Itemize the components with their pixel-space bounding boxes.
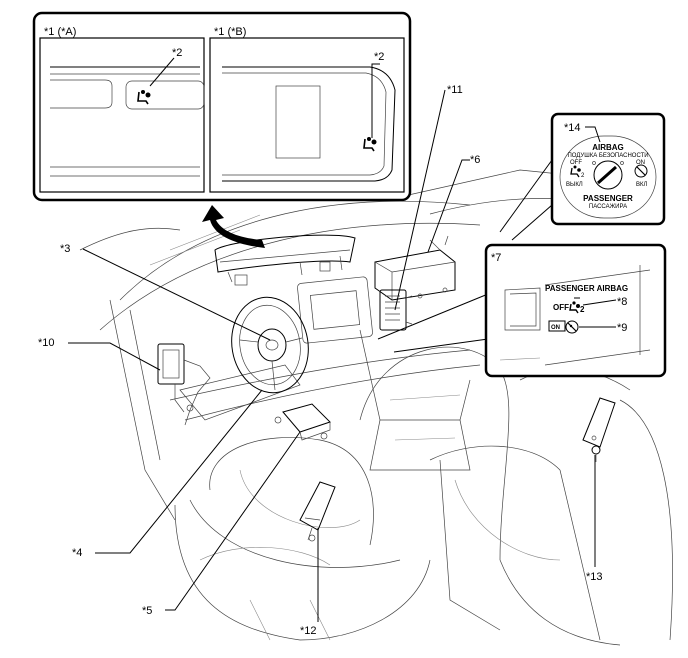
steering-wheel-pad (231, 296, 309, 394)
indicator-on-label: ON (551, 325, 560, 331)
switch-off-label: OFF (570, 160, 582, 166)
callout-1a: *1 (*A) (44, 26, 76, 38)
detail-airbag-cover-marking (32, 11, 412, 202)
knee-airbag-connector (157, 343, 211, 426)
indicator-title: PASSENGER AIRBAG (545, 284, 628, 293)
callout-2b: *2 (374, 51, 384, 63)
callout-10: *10 (38, 337, 55, 349)
detail-airbag-on-off-switch (550, 112, 666, 226)
airbag-on-icon (565, 320, 579, 334)
airbag-seat-icon (363, 137, 377, 152)
airbag-seat-icon (570, 165, 581, 178)
switch-off-ru: ВЫКЛ (566, 182, 583, 188)
callout-12: *12 (300, 625, 317, 637)
vehicle-interior-drawing (79, 169, 673, 646)
callout-4: *4 (72, 547, 82, 559)
callout-2a: *2 (172, 47, 182, 59)
switch-title: AIRBAG (592, 143, 624, 152)
airbag-seat-icon (137, 90, 151, 105)
key-switch-icon (593, 160, 623, 190)
airbag-off-icon (569, 297, 580, 314)
up-arrow (202, 205, 265, 248)
passenger-seat-module (582, 397, 616, 462)
callout-7: *7 (491, 252, 501, 264)
front-passenger-airbag-module (374, 235, 456, 301)
callout-11: *11 (447, 84, 463, 96)
callout-9: *9 (617, 322, 627, 334)
switch-on-label: ON (636, 160, 645, 166)
callout-8: *8 (617, 296, 627, 308)
callout-labels: *1 (*A) *1 (*B) *2 *2 *3 *4 *5 *6 *7 *8 … (38, 26, 627, 637)
callout-3: *3 (60, 243, 70, 255)
seat-side-module (299, 481, 336, 542)
callout-5: *5 (142, 605, 152, 617)
callout-1b: *1 (*B) (214, 26, 246, 38)
callout-6: *6 (470, 154, 480, 166)
callout-14: *14 (564, 122, 581, 134)
airbag-on-icon (634, 164, 648, 178)
switch-panel-text: AIRBAG ПОДУШКА БЕЗОПАСНОСТИ OFF ON 2 ВЫК… (566, 143, 649, 210)
indicator-subscript: 2 (580, 305, 585, 314)
switch-bottom: PASSENGER (583, 194, 633, 203)
indicator-panel-text: PASSENGER AIRBAG OFF 2 ON (545, 284, 628, 331)
switch-title-ru: ПОДУШКА БЕЗОПАСНОСТИ (567, 153, 648, 159)
center-airbag-sensor (379, 289, 413, 331)
callout-13: *13 (586, 571, 603, 583)
switch-bottom-ru: ПАССАЖИРА (589, 204, 627, 210)
detail-passenger-airbag-indicator (484, 243, 667, 378)
switch-subscript: 2 (581, 173, 585, 179)
indicator-off-label: OFF (553, 303, 569, 312)
floor-module (274, 403, 331, 441)
instrument-panel-passenger-airbag (214, 234, 356, 286)
on-lamp-frame (548, 320, 566, 332)
leader-lines (68, 89, 596, 622)
switch-on-ru: ВКЛ (636, 182, 647, 188)
